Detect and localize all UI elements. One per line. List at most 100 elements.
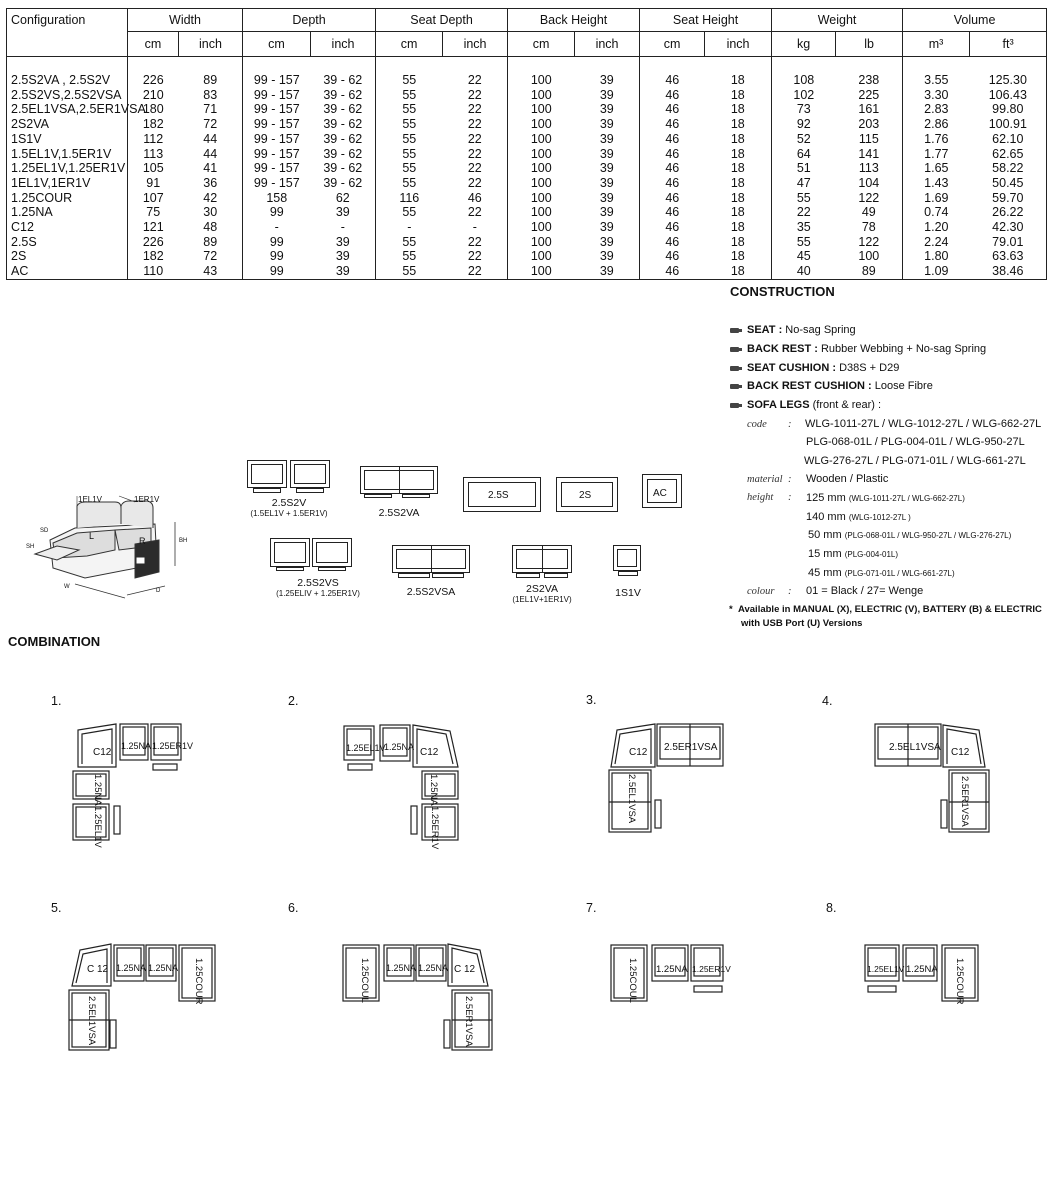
value-cell: 39 - 62 (310, 175, 377, 191)
value-cell: 46 (639, 117, 705, 132)
value-cell: 180 (127, 102, 179, 118)
value-cell: 39 (574, 161, 641, 176)
value-cell: 55 (375, 117, 443, 132)
construction-item: BACK REST CUSHION : Loose Fibre (730, 380, 933, 392)
value-cell: 39 (574, 102, 641, 118)
config-cell: 1.25COUR (6, 190, 128, 206)
height-value: 125 mm (WLG-1011-27L / WLG-662-27L) (806, 492, 965, 504)
footrest-icon (432, 573, 464, 578)
value-cell: 46 (639, 146, 705, 162)
value-cell: 55 (771, 234, 836, 250)
value-cell: 99 - 157 (242, 161, 311, 176)
module-code: 2.5EL1VSA (889, 742, 941, 753)
value-cell: 35 (771, 220, 836, 235)
value-cell: 89 (178, 234, 244, 250)
construction-title: CONSTRUCTION (730, 284, 835, 299)
footrest-icon (402, 494, 430, 498)
module-code: 1.25EL1V (92, 806, 103, 848)
module-code: 1.25COUL (627, 958, 638, 1003)
value-cell: 1.43 (902, 175, 970, 191)
module-code: 1.25NA (116, 963, 147, 973)
config-cell: 2.5S (6, 234, 128, 250)
sofa-icon-2-5s (463, 477, 541, 512)
value-cell: 39 - 62 (310, 146, 377, 162)
config-cell: AC (6, 264, 128, 280)
module-code: 2.5EL1VSA (626, 774, 637, 824)
value-cell: 105 (127, 161, 179, 176)
value-cell: 99 (242, 205, 311, 221)
value-cell: 100 (835, 249, 904, 265)
value-cell: 49 (835, 205, 904, 221)
combo-number: 6. (288, 901, 299, 915)
left-marker: L (89, 531, 95, 541)
module-code: 1.25NA (656, 964, 688, 975)
value-cell: 99 (242, 264, 311, 280)
value-cell: 100 (507, 146, 575, 162)
right-marker: R (139, 536, 146, 546)
sofa-seat-icon (512, 545, 572, 573)
value-cell: 22 (442, 131, 509, 147)
value-cell: 39 - 62 (310, 102, 377, 118)
value-cell: 18 (704, 102, 773, 118)
unit-header: inch (177, 31, 244, 57)
value-cell: 102 (771, 87, 836, 103)
value-cell: 47 (771, 175, 836, 191)
value-cell: 122 (835, 234, 904, 250)
module-code: 1.25NA (384, 742, 415, 752)
value-cell: 22 (442, 73, 509, 88)
value-cell: 22 (442, 264, 509, 280)
value-cell: 39 (574, 73, 641, 88)
combo-layout (343, 724, 459, 841)
model-caption: 2.5S2V(1.5EL1V + 1.5ER1V) (250, 497, 328, 518)
value-cell: 22 (442, 249, 509, 265)
group-header: Seat Depth (375, 8, 509, 32)
value-cell: 2.24 (902, 234, 970, 250)
value-cell: 39 (574, 87, 641, 103)
code-line: WLG-276-27L / PLG-071-01L / WLG-661-27L (804, 455, 1026, 467)
value-cell: 58.22 (969, 161, 1048, 176)
value-cell: 30 (178, 205, 244, 221)
model-caption: 2.5S2VS(1.25ELIV + 1.25ER1V) (276, 577, 360, 598)
model-caption: 2.5S2VSA (406, 586, 456, 598)
value-cell: 91 (127, 175, 179, 191)
value-cell: 39 - 62 (310, 87, 377, 103)
value-cell: 2.83 (902, 102, 970, 118)
module-code: 2.5EL1VSA (86, 996, 97, 1046)
value-cell: 89 (835, 264, 904, 280)
value-cell: 55 (375, 175, 443, 191)
combo-number: 4. (822, 694, 833, 708)
module-label-right: 1ER1V (134, 495, 160, 504)
value-cell: 72 (178, 249, 244, 265)
sofa-seat-icon (290, 460, 330, 488)
combo-layout (608, 723, 724, 833)
combo-number: 3. (586, 693, 597, 707)
value-cell: 100 (507, 220, 575, 235)
value-cell: 18 (704, 117, 773, 132)
value-cell: 18 (704, 87, 773, 103)
module-code: C12 (629, 747, 648, 758)
value-cell: 100 (507, 234, 575, 250)
value-cell: 55 (375, 161, 443, 176)
value-cell: 39 (310, 234, 377, 250)
value-cell: 39 - 62 (310, 73, 377, 88)
value-cell: 72 (178, 117, 244, 132)
value-cell: 62.10 (969, 131, 1048, 147)
value-cell: 71 (178, 102, 244, 118)
config-cell: 1EL1V,1ER1V (6, 175, 128, 191)
bullet-icon (730, 327, 742, 333)
value-cell: 18 (704, 175, 773, 191)
value-cell: 39 (574, 220, 641, 235)
construction-item: BACK REST : Rubber Webbing + No-sag Spri… (730, 343, 986, 355)
module-code: 2.5ER1VSA (959, 776, 970, 827)
value-cell: 107 (127, 190, 179, 206)
value-cell: 55 (375, 205, 443, 221)
footrest-icon (253, 488, 281, 493)
value-cell: 99 (242, 249, 311, 265)
value-cell: 46 (639, 73, 705, 88)
module-code: 1.25ER1V (152, 741, 194, 751)
chair-seat-icon (613, 545, 641, 571)
bullet-icon (730, 402, 742, 408)
value-cell: 42 (178, 190, 244, 206)
